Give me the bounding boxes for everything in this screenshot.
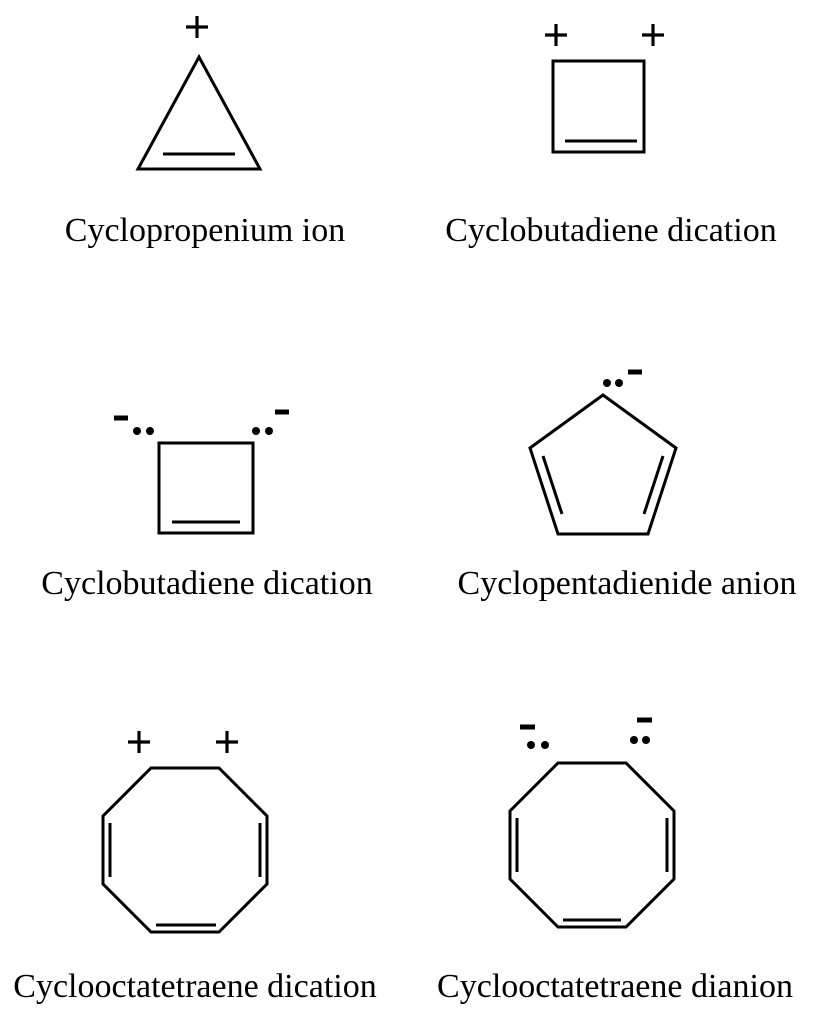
molecule-label: Cyclobutadiene dication: [41, 565, 372, 602]
electron-dot: [252, 427, 260, 435]
electron-dot: [642, 736, 650, 744]
electron-dot: [265, 427, 273, 435]
figure-cyclopropenium-ion: Cyclopropenium ion: [65, 16, 345, 249]
electron-dot: [527, 741, 535, 749]
lone-pair-dots-icon: [603, 379, 623, 387]
molecule-label: Cyclopropenium ion: [65, 212, 345, 249]
square-ring: [551, 59, 646, 154]
electron-dot: [615, 379, 623, 387]
lone-pair-dots-icon: [252, 427, 273, 435]
pentagon-ring: [528, 393, 678, 536]
molecule-label: Cyclooctatetraene dianion: [437, 968, 793, 1005]
double-bond-line: [642, 455, 665, 515]
octagon-ring: [101, 766, 269, 934]
figure-cyclooctatetraene-dianion: Cyclooctatetraene dianion: [437, 717, 793, 1005]
double-bond-line: [541, 455, 564, 515]
electron-dot: [603, 379, 611, 387]
figure-cyclobutadiene-dianion-structure: Cyclobutadiene dication: [41, 409, 373, 602]
plus-charge-icon: [642, 24, 664, 46]
electron-dot: [541, 741, 549, 749]
square-ring: [157, 441, 255, 535]
lone-pair-dots-icon: [133, 427, 154, 435]
molecule-label: Cyclobutadiene dication: [445, 212, 776, 249]
plus-charge-icon: [128, 731, 150, 753]
plus-charge-icon: [216, 731, 238, 753]
lone-pair-dots-icon: [527, 741, 549, 749]
plus-charge-icon: [186, 16, 208, 38]
electron-dot: [630, 736, 638, 744]
triangle-ring: [135, 53, 263, 171]
lone-pair-dots-icon: [630, 736, 650, 744]
octagon-ring: [508, 761, 676, 929]
electron-dot: [133, 427, 141, 435]
plus-charge-icon: [545, 24, 567, 46]
molecule-label: Cyclopentadienide anion: [458, 565, 797, 602]
figure-cyclopentadienide-anion: Cyclopentadienide anion: [458, 369, 797, 602]
electron-dot: [146, 427, 154, 435]
molecule-label: Cyclooctatetraene dication: [13, 968, 376, 1005]
figure-cyclobutadiene-dication: Cyclobutadiene dication: [445, 24, 777, 249]
figure-cyclooctatetraene-dication: Cyclooctatetraene dication: [13, 731, 377, 1005]
